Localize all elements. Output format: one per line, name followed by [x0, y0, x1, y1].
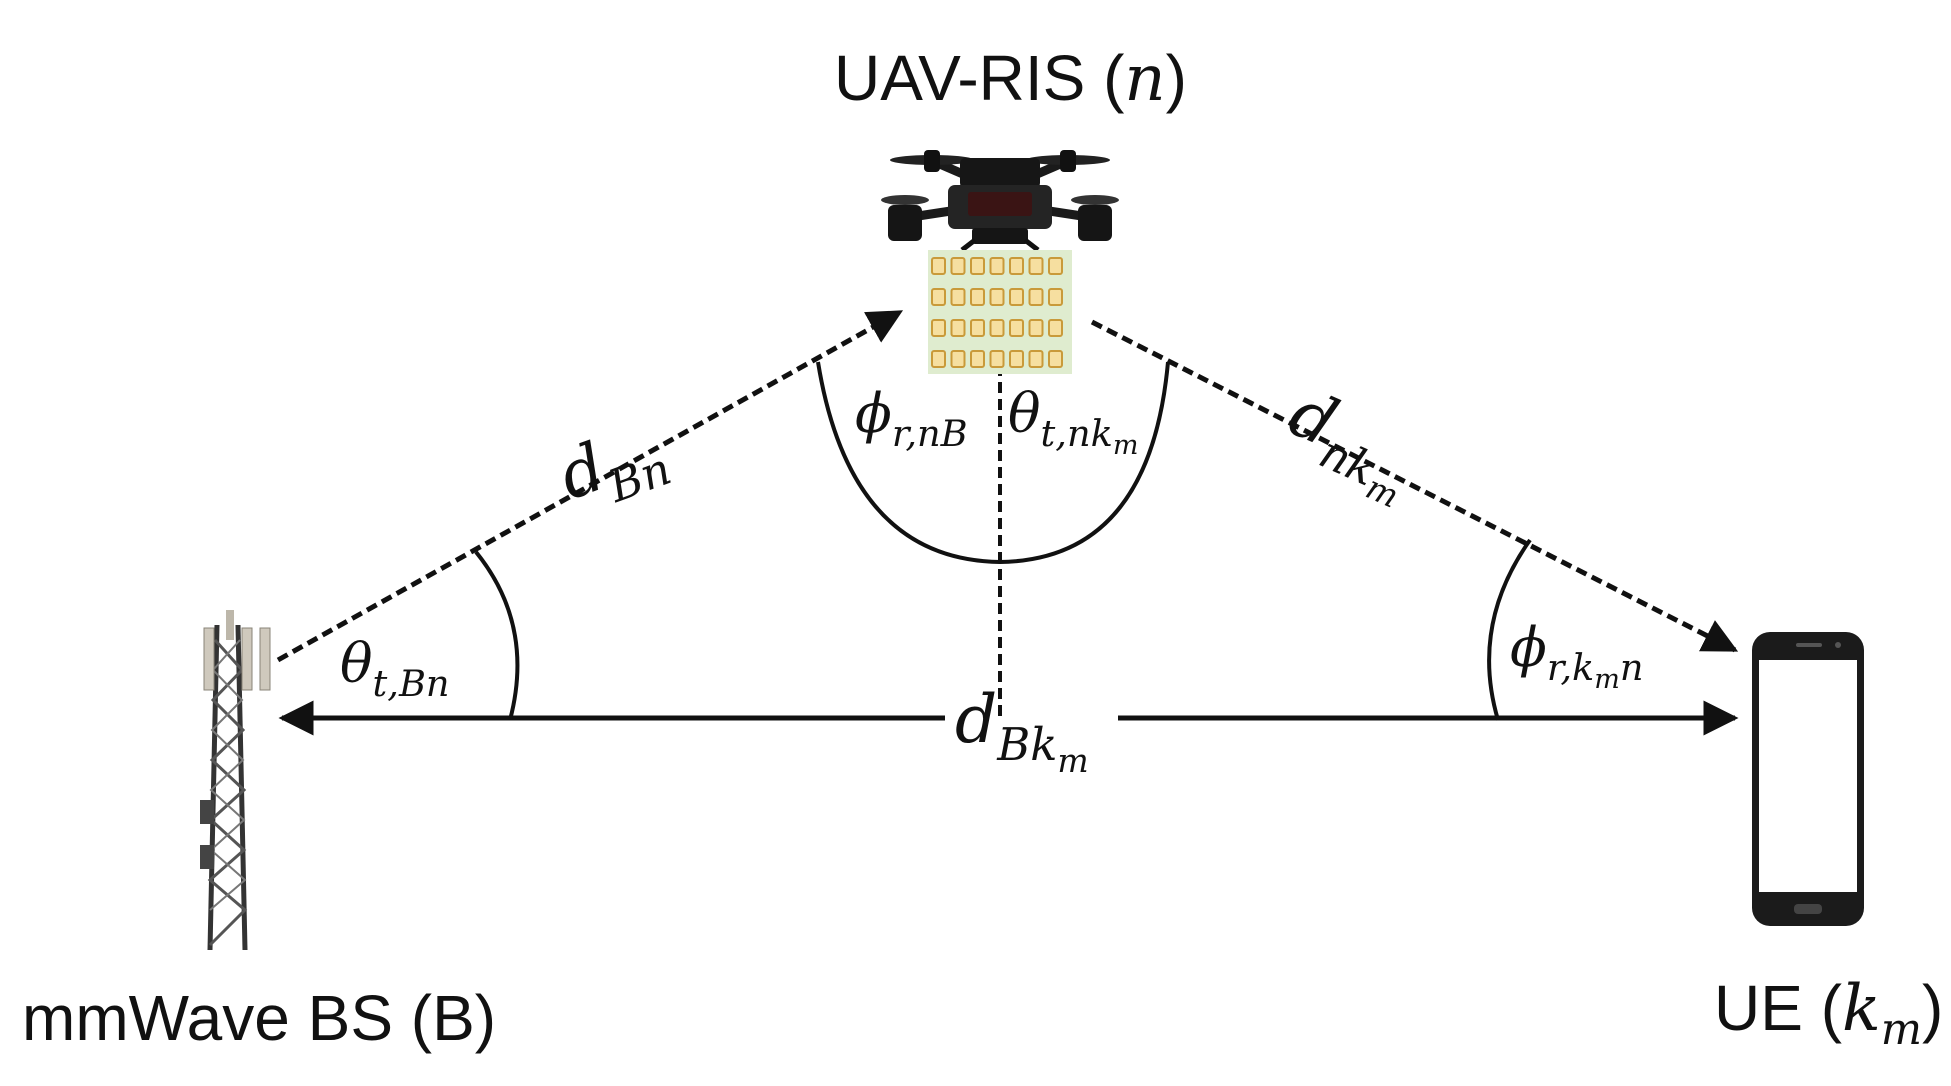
- drone-icon: [881, 150, 1119, 252]
- ris-element: [1009, 350, 1024, 368]
- ris-element: [970, 350, 985, 368]
- angle-arc-theta-t-bn: [474, 550, 520, 721]
- ris-element: [1048, 257, 1063, 275]
- distance-label-d-bkm: dBkm: [955, 681, 1089, 780]
- ris-element: [1028, 319, 1044, 337]
- ris-element: [950, 257, 966, 275]
- ris-element: [931, 319, 946, 337]
- base-station-label: mmWave BS (B): [22, 982, 496, 1054]
- angle-label-theta-t-nkm: θt,nkm: [1008, 382, 1138, 461]
- ris-element: [989, 350, 1005, 368]
- angle-arc-ris: [816, 361, 1170, 565]
- ris-element: [970, 257, 985, 275]
- ris-element: [1048, 350, 1063, 368]
- ris-element: [1048, 288, 1063, 306]
- angle-arc-phi-r-kmn: [1487, 538, 1532, 721]
- ris-element: [950, 319, 966, 337]
- ris-element: [1028, 350, 1044, 368]
- distance-label-d-bn: dBn: [549, 407, 678, 527]
- ue-label: UE (km): [1714, 972, 1943, 1055]
- ris-element: [1028, 288, 1044, 306]
- ris-element: [1009, 288, 1024, 306]
- smartphone-icon: [1752, 632, 1864, 926]
- ris-element: [970, 319, 985, 337]
- uav-to-ue-dashed-link: [1090, 319, 1739, 653]
- ris-element: [1009, 319, 1024, 337]
- ris-element: [1028, 257, 1044, 275]
- uav-ris-label: UAV-RIS (n): [834, 42, 1187, 116]
- angle-label-phi-r-kmn: ϕr,kmn: [1510, 616, 1644, 695]
- ris-element: [989, 319, 1005, 337]
- ris-panel: [928, 250, 1072, 374]
- ris-element: [989, 288, 1005, 306]
- ris-element: [950, 288, 966, 306]
- distance-label-d-nkm: dnkm: [1270, 374, 1428, 515]
- angle-label-phi-r-nb: ϕr,nB: [855, 382, 968, 455]
- base-station-tower-icon: [200, 610, 271, 951]
- ris-element: [931, 288, 946, 306]
- ris-element: [950, 350, 966, 368]
- ris-element: [931, 257, 946, 275]
- ris-element: [970, 288, 985, 306]
- ris-element: [989, 257, 1005, 275]
- ris-element: [1048, 319, 1063, 337]
- ris-element: [931, 350, 946, 368]
- ris-element: [1009, 257, 1024, 275]
- angle-label-theta-t-bn: θt,Bn: [340, 632, 450, 705]
